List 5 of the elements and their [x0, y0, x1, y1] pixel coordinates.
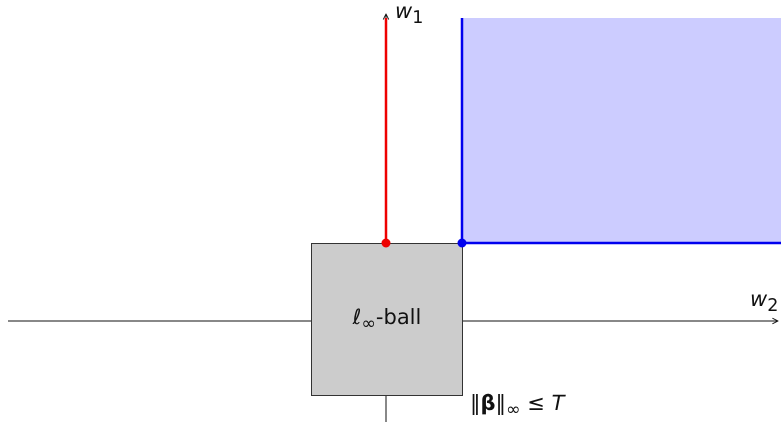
constraint-label: ‖β‖$_{∞}$ ≤ T	[470, 392, 564, 420]
axis-label: w$_{2}$	[750, 288, 778, 316]
ball-square	[311, 243, 463, 396]
node-label: ℓ$_{∞}$-ball	[352, 304, 422, 334]
axis-label: w$_{1}$	[395, 0, 424, 28]
